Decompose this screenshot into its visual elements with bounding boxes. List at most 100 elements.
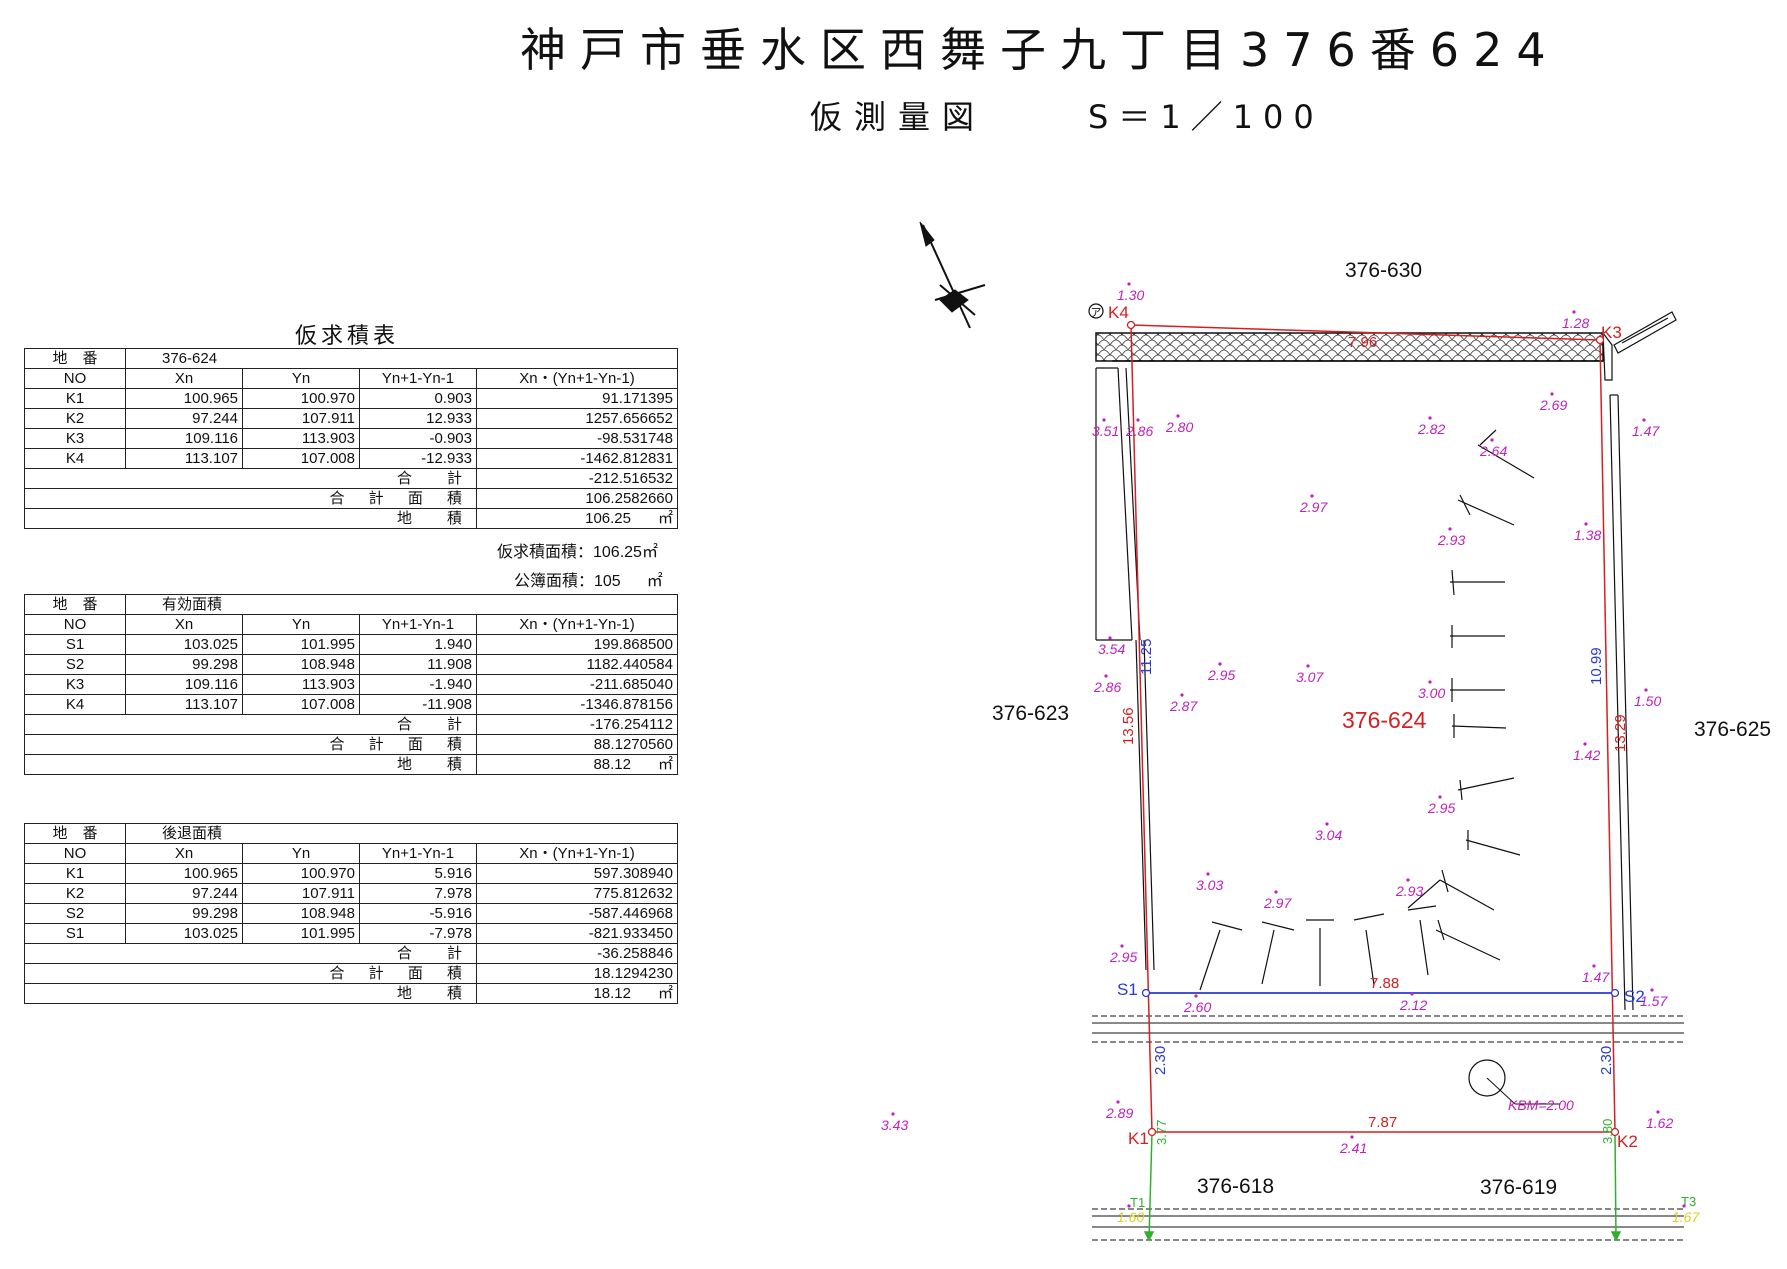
land-area-label: 地 積: [24, 508, 477, 529]
land-area-value: 18.12: [593, 985, 631, 1002]
elevation-dot: [1310, 494, 1314, 498]
elevation-label: 1.50: [1634, 693, 1661, 709]
elevation-dot: [1127, 282, 1131, 286]
elevation-label: 3.51: [1092, 423, 1119, 439]
elevation-label: 3.00: [1418, 685, 1445, 701]
point-s1-label: S1: [1117, 980, 1138, 999]
elevation-label: 1.57: [1640, 993, 1668, 1009]
elevation-dot: [1180, 693, 1184, 697]
cell: 97.244: [125, 883, 243, 904]
area-unit: ㎡: [657, 985, 673, 1002]
elevation-dot: [1194, 994, 1198, 998]
elevation-dot: [1572, 310, 1576, 314]
elevation-dot: [1584, 522, 1588, 526]
elevation-dot: [1127, 1204, 1131, 1208]
elevation-dot: [1428, 416, 1432, 420]
column-header: Yn+1-Yn-1: [359, 368, 477, 389]
area-unit: ㎡: [657, 756, 673, 773]
land-area-value: 88.12: [593, 756, 631, 773]
road-lines: [1092, 1015, 1684, 1241]
table-row: S1 103.025 101.995 -7.978 -821.933450: [24, 923, 678, 944]
point-k2-label: K2: [1617, 1132, 1638, 1151]
elevation-label: 1.60: [1117, 1209, 1144, 1225]
elevation-label: 2.97: [1299, 499, 1328, 515]
drawing-scale: S＝1／100: [1088, 98, 1324, 136]
elevation-label: 3.03: [1196, 877, 1223, 893]
table-row: K4 113.107 107.008 -12.933 -1462.812831: [24, 448, 678, 469]
parcel-west: 376-623: [992, 702, 1069, 725]
cell: 109.116: [125, 674, 243, 695]
distance-left-effective: 11.25: [1138, 639, 1155, 675]
cell: 199.868500: [476, 634, 678, 655]
elevation-label: 2.93: [1437, 532, 1465, 548]
distance-top: 7.96: [1348, 334, 1377, 351]
gate-icon: [1613, 311, 1677, 354]
elevation-dot: [1325, 822, 1329, 826]
parcel-label: 地 番: [24, 594, 126, 615]
cell: 109.116: [125, 428, 243, 449]
elevation-dot: [1490, 438, 1494, 442]
elevation-dot: [1550, 392, 1554, 396]
elevation-dot: [1274, 890, 1278, 894]
cell: 597.308940: [476, 863, 678, 884]
total-area-label: 合 計 面 積: [24, 488, 477, 509]
elevation-label: 1.47: [1582, 969, 1610, 985]
elevation-label: 1.28: [1562, 315, 1589, 331]
elevation-label: 2.93: [1395, 883, 1423, 899]
point-marker-icon: [1088, 303, 1104, 319]
elevation-label: 1.42: [1573, 747, 1600, 763]
elevation-dot: [1410, 992, 1414, 996]
road-dimension-lines: [1143, 1131, 1622, 1242]
elevation-label: 2.64: [1479, 443, 1507, 459]
parcel-label: 地 番: [24, 823, 126, 844]
elevation-label: 1.67: [1672, 1209, 1700, 1225]
land-area-label: 地 積: [24, 754, 477, 775]
east-fence: [1609, 394, 1634, 1011]
column-header: NO: [24, 614, 126, 635]
cell: 108.948: [242, 654, 360, 675]
cell: 100.970: [242, 863, 360, 884]
parcel-north: 376-630: [1345, 259, 1422, 282]
cell: 1.940: [359, 634, 477, 655]
table-row: K3 109.116 113.903 -1.940 -211.685040: [24, 674, 678, 695]
elevation-dot: [1176, 414, 1180, 418]
point-t1-label: T1: [1130, 1195, 1145, 1210]
registered-area-label: 公簿面積：105: [514, 573, 621, 590]
point-k4-label: K4: [1108, 303, 1129, 322]
cell: -1.940: [359, 674, 477, 695]
distance-bottom: 7.87: [1368, 1114, 1397, 1131]
elevation-dot: [1116, 1100, 1120, 1104]
north-arrow-icon: [919, 221, 986, 329]
area-table-2: 地 番 有効面積 NO Xn Yn Yn+1-Yn-1 Xn・(Yn+1-Yn-…: [24, 594, 678, 775]
point-k3-label: K3: [1601, 323, 1622, 342]
table-row: S2 99.298 108.948 11.908 1182.440584: [24, 654, 678, 675]
elevation-label: 2.86: [1093, 679, 1121, 695]
land-area-label: 地 積: [24, 983, 477, 1004]
elevation-dot: [1644, 688, 1648, 692]
point-k1-marker: [1147, 1127, 1157, 1137]
elevation-dot: [1592, 964, 1596, 968]
elevation-dot: [1206, 872, 1210, 876]
parcel-boundary: [1130, 324, 1616, 1133]
elevation-dot: [1102, 418, 1106, 422]
table-row: K1 100.965 100.970 0.903 91.171395: [24, 388, 678, 409]
area-unit: ㎡: [657, 510, 673, 527]
elevation-dot: [1350, 1135, 1354, 1139]
table-row: S1 103.025 101.995 1.940 199.868500: [24, 634, 678, 655]
elevation-label: 1.30: [1117, 287, 1144, 303]
benchmark-icon: [1468, 1059, 1506, 1097]
drawing-title: 神戸市垂水区西舞子九丁目376番624: [520, 23, 1560, 77]
total-area-value: 18.1294230: [476, 963, 678, 984]
distance-setback-line: 7.88: [1370, 975, 1399, 992]
cell: 1182.440584: [476, 654, 678, 675]
cell: 100.965: [125, 863, 243, 884]
distance-right-total: 13.29: [1612, 714, 1629, 752]
cell: 97.244: [125, 408, 243, 429]
cell: S1: [24, 923, 126, 944]
point-k2-marker: [1610, 1127, 1620, 1137]
elevation-label: 2.82: [1417, 421, 1445, 437]
elevation-dot: [1438, 795, 1442, 799]
elevation-label: 2.41: [1339, 1140, 1367, 1156]
